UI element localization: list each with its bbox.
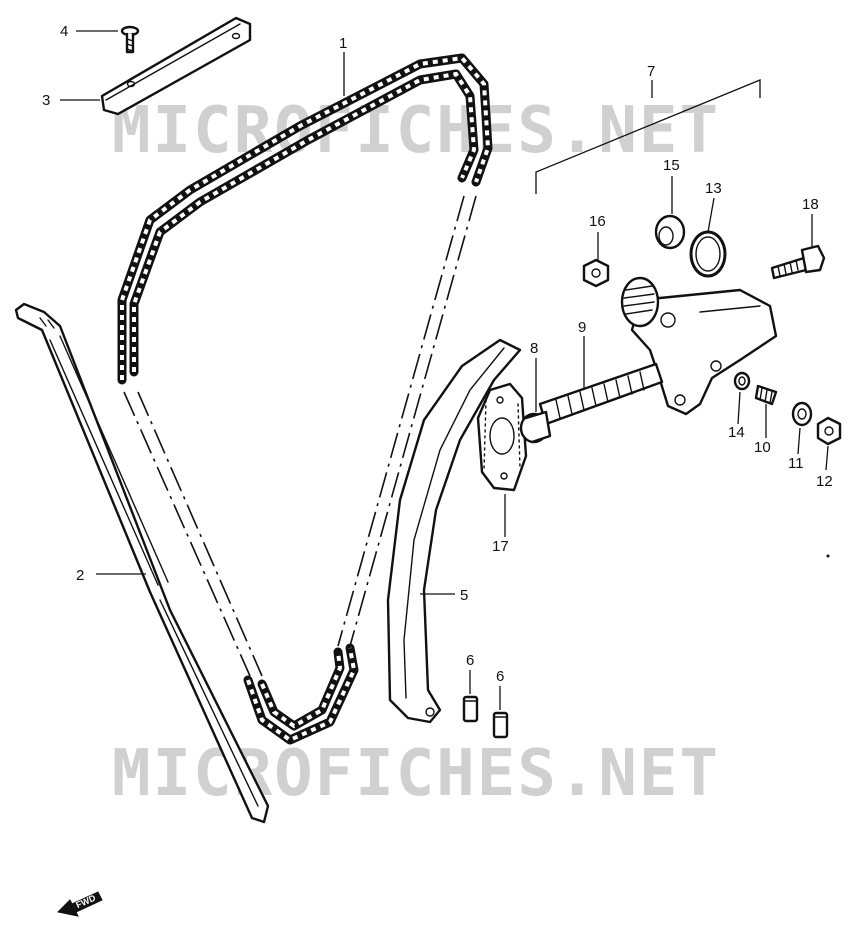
part-16-nut (582, 258, 610, 288)
label-part-14: 14 (728, 424, 745, 441)
label-part-1: 1 (339, 35, 347, 52)
label-part-5: 5 (460, 587, 468, 604)
label-part-6-left: 6 (466, 652, 474, 669)
part-3-chain-guide (100, 16, 252, 116)
part-6-dowel-pin-left (462, 695, 479, 723)
label-part-17: 17 (492, 538, 509, 555)
label-part-4: 4 (60, 23, 68, 40)
part-10-stud (754, 384, 778, 406)
part-13-o-ring (689, 230, 727, 278)
part-2-chain-tensioner-guide (14, 302, 270, 824)
part-5-chain-guide (386, 338, 522, 724)
label-part-10: 10 (754, 439, 771, 456)
part-4-screw (120, 25, 140, 54)
label-part-11: 11 (788, 455, 804, 472)
part-11-washer (791, 401, 813, 427)
label-part-16: 16 (589, 213, 606, 230)
label-part-6-right: 6 (496, 668, 504, 685)
label-part-2: 2 (76, 567, 84, 584)
part-18-bolt (770, 244, 826, 280)
leader-lines (60, 30, 829, 710)
watermark-bottom: MICROFICHES.NET (112, 737, 720, 811)
cam-chain-tensioner-body (620, 276, 778, 416)
watermark-top: MICROFICHES.NET (112, 94, 720, 168)
part-8-plunger (519, 410, 552, 444)
label-part-3: 3 (42, 92, 50, 109)
part-9-spring (538, 362, 664, 426)
part-7-assembly-bracket (535, 79, 761, 194)
label-part-8: 8 (530, 340, 538, 357)
dot-mark (826, 554, 830, 558)
label-part-7: 7 (647, 63, 655, 80)
label-part-12: 12 (816, 473, 833, 490)
part-1-cam-chain (117, 53, 493, 745)
part-17-gasket (476, 382, 528, 492)
part-6-dowel-pin-right (492, 711, 509, 739)
label-part-9: 9 (578, 319, 586, 336)
label-part-13: 13 (705, 180, 722, 197)
part-15-cap (654, 214, 686, 250)
part-14-washer (733, 371, 751, 391)
forward-direction-arrow: FWD (56, 891, 103, 917)
part-labels: 4 3 1 2 5 17 8 9 16 15 13 18 7 14 10 11 … (42, 23, 833, 685)
label-part-18: 18 (802, 196, 819, 213)
label-part-15: 15 (663, 157, 680, 174)
part-12-nut (816, 416, 842, 446)
